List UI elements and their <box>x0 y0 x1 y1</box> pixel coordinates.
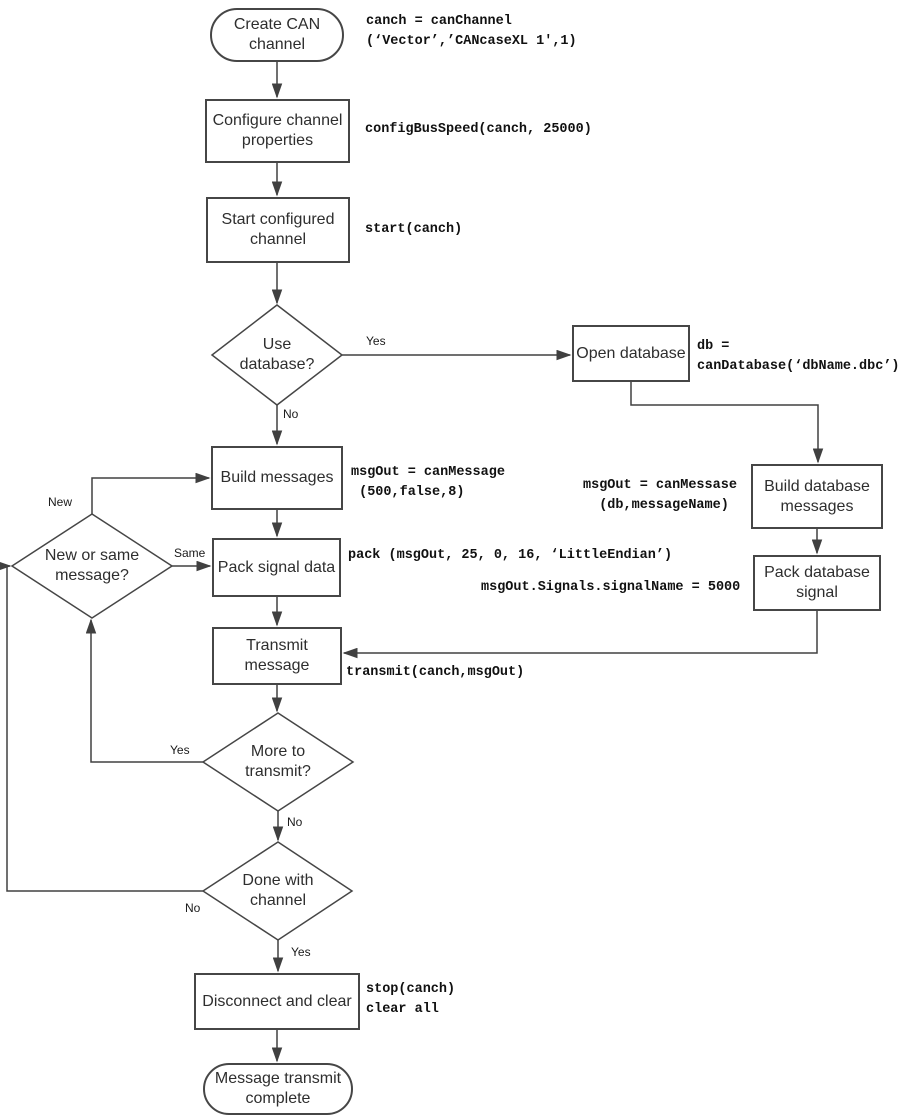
node-create-can-channel: Create CAN channel <box>210 8 344 62</box>
code-stop-clear: stop(canch) clear all <box>366 982 456 1017</box>
node-build-messages: Build messages <box>211 446 343 510</box>
code-transmit: transmit(canch,msgOut) <box>346 665 525 680</box>
node-disconnect-and-clear: Disconnect and clear <box>194 973 360 1030</box>
node-open-database: Open database <box>572 325 690 382</box>
code-pack-signal-value: msgOut.Signals.signalName = 5000 <box>481 580 741 595</box>
connector-done-no-to-newsame <box>0 560 203 892</box>
node-open-database-label: Open database <box>576 344 686 362</box>
node-more-to-transmit-label: More to transmit? <box>245 743 311 780</box>
connector-opendb-to-builddb <box>630 382 824 464</box>
diamond-use-database <box>210 304 344 406</box>
edge-label-more-yes: Yes <box>170 743 190 757</box>
edge-label-use-database-no: No <box>283 407 299 421</box>
edge-label-new: New <box>48 495 73 509</box>
connector-packdb-to-transmit <box>342 611 818 659</box>
node-use-database-label: Use database? <box>239 336 315 373</box>
node-disconnect-and-clear-label: Disconnect and clear <box>202 992 352 1010</box>
node-new-or-same-message-label: New or same message? <box>44 547 140 584</box>
code-open-database: db = canDatabase(‘dbName.dbc’) <box>697 339 900 374</box>
edge-label-done-yes: Yes <box>291 945 311 959</box>
node-pack-database-signal-label: Pack database signal <box>764 564 870 601</box>
node-pack-signal-data-label: Pack signal data <box>217 558 336 576</box>
edge-label-done-no: No <box>185 901 201 915</box>
node-pack-database-signal: Pack database signal <box>753 555 881 611</box>
node-build-database-messages-label: Build database messages <box>764 477 870 515</box>
connector-newsame-new-to-build <box>91 472 211 514</box>
node-configure-channel-properties-label: Configure channel properties <box>212 112 343 149</box>
node-start-configured-channel: Start configured channel <box>206 197 350 263</box>
node-done-with-channel-label: Done with channel <box>242 872 314 909</box>
code-config-bus-speed: configBusSpeed(canch, 25000) <box>365 122 592 137</box>
edge-label-use-database-yes: Yes <box>366 334 386 348</box>
node-message-transmit-complete: Message transmit complete <box>203 1063 353 1115</box>
code-start: start(canch) <box>365 222 463 237</box>
node-configure-channel-properties: Configure channel properties <box>205 99 350 163</box>
diamond-more-to-transmit <box>201 712 355 812</box>
edge-label-same: Same <box>174 546 206 560</box>
edge-label-more-no: No <box>287 815 303 829</box>
diamond-done-with-channel <box>201 841 354 941</box>
node-message-transmit-complete-label: Message transmit complete <box>214 1070 342 1107</box>
node-start-configured-channel-label: Start configured channel <box>221 211 335 248</box>
diamond-new-or-same-message <box>10 513 174 619</box>
node-create-can-channel-label: Create CAN channel <box>233 16 321 53</box>
code-build-messages: msgOut = canMessage (500,false,8) <box>351 465 505 500</box>
connector-more-yes-to-newsame <box>85 618 203 763</box>
code-build-database-messages: msgOut = canMessase (db,messageName) <box>583 478 737 513</box>
node-build-database-messages: Build database messages <box>751 464 883 529</box>
code-create-channel: canch = canChannel (‘Vector’,’CANcaseXL … <box>366 14 577 49</box>
node-transmit-message: Transmit message <box>212 627 342 685</box>
code-pack: pack (msgOut, 25, 0, 16, ‘LittleEndian’) <box>348 548 673 563</box>
node-transmit-message-label: Transmit message <box>244 637 310 674</box>
node-build-messages-label: Build messages <box>220 469 334 486</box>
node-pack-signal-data: Pack signal data <box>212 538 341 597</box>
